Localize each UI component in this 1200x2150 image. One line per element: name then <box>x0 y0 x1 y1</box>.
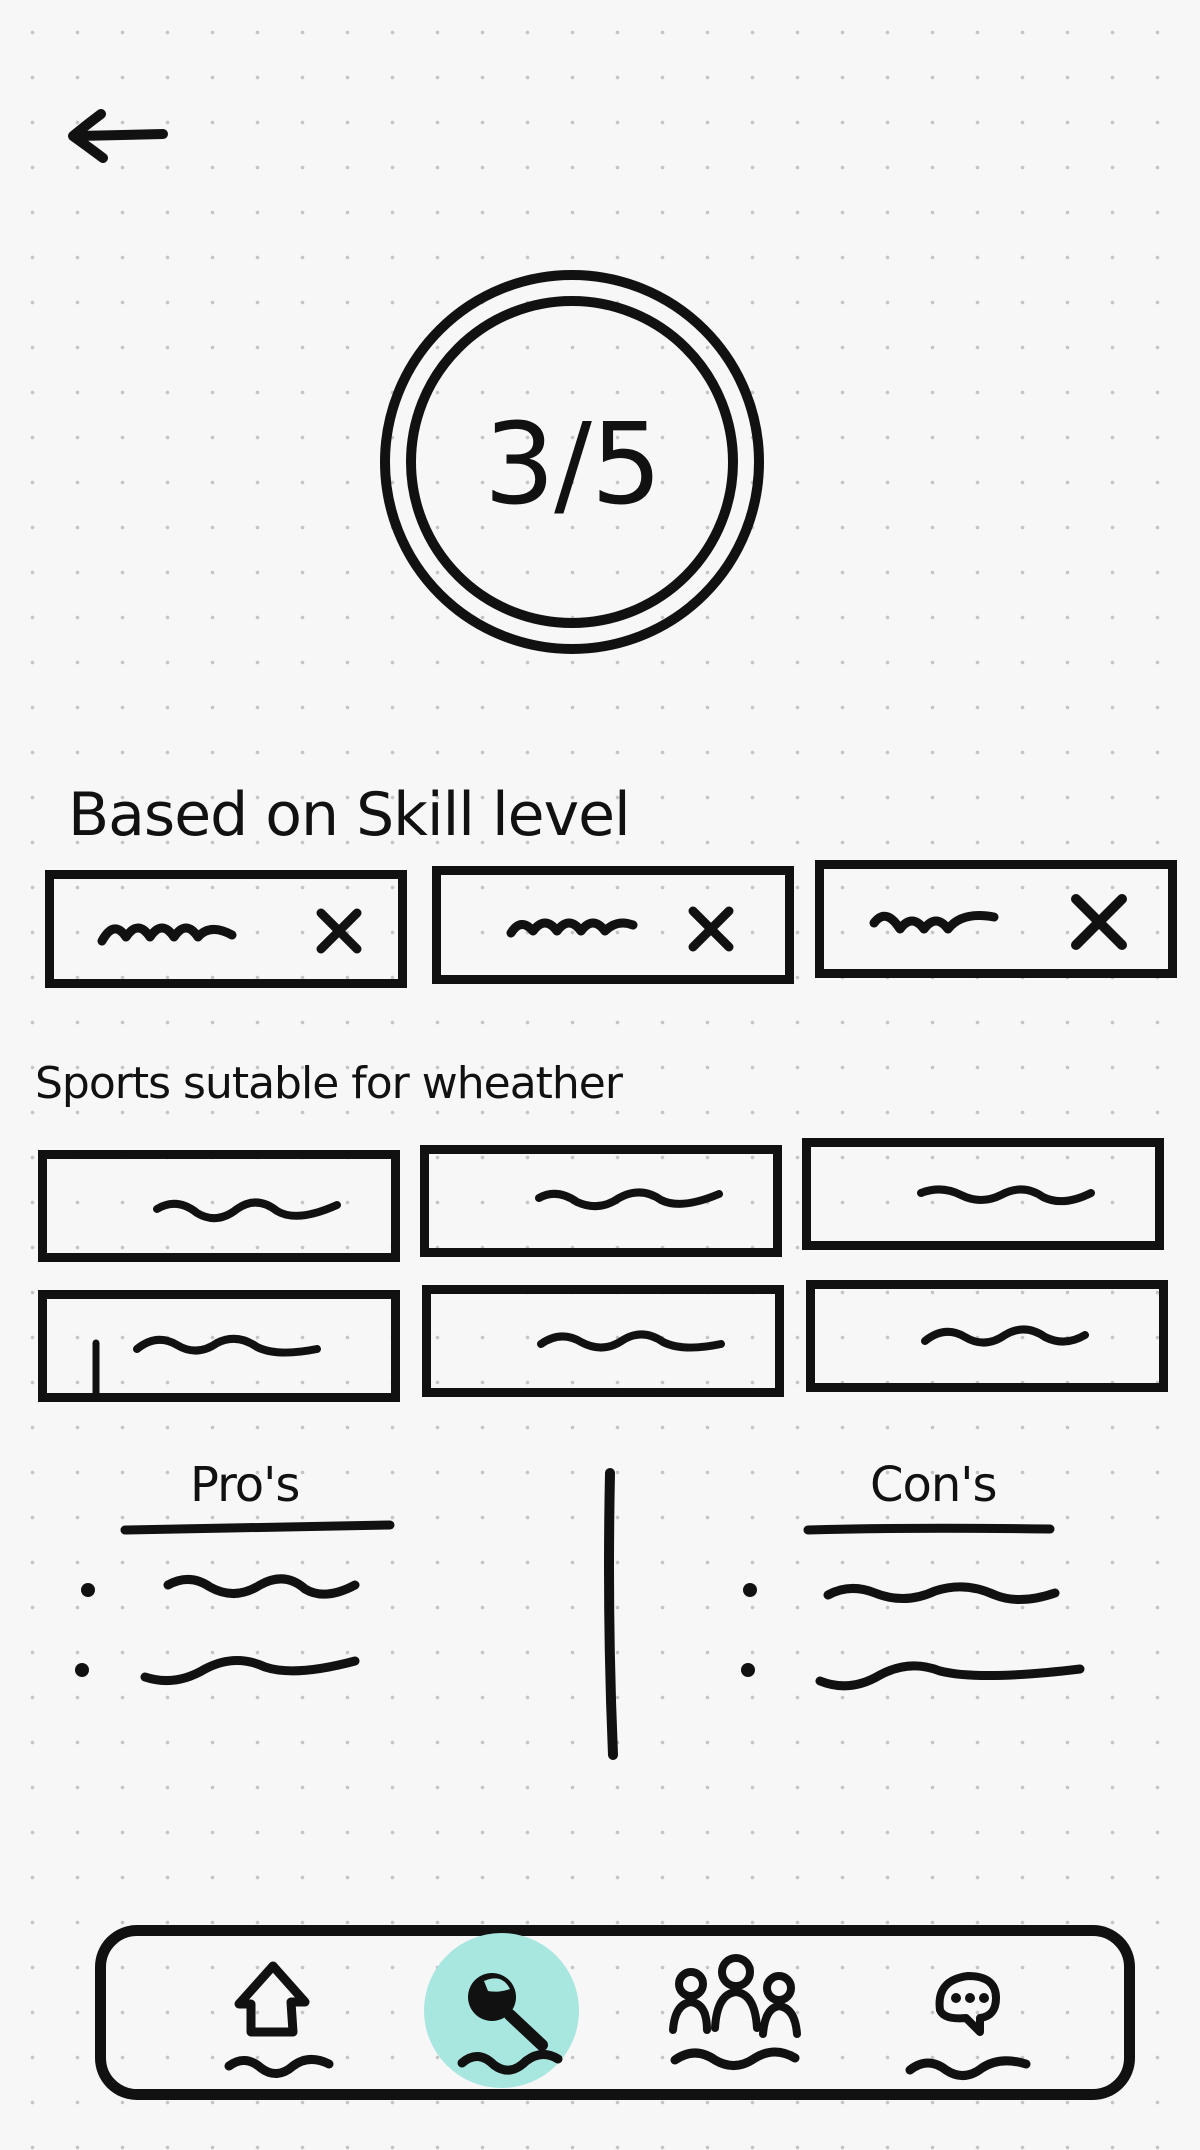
weather-option[interactable] <box>38 1150 400 1262</box>
pros-list <box>75 1520 395 1686</box>
cons-list <box>741 1523 1085 1691</box>
search-icon <box>457 1973 563 2075</box>
score-ring <box>380 270 764 654</box>
weather-option-label <box>537 1330 725 1352</box>
skill-chip[interactable] <box>432 866 794 984</box>
upload-icon <box>224 1961 334 2078</box>
weather-option-label <box>917 1185 1095 1206</box>
score-badge: 3/5 <box>375 265 770 660</box>
weather-option[interactable] <box>802 1138 1164 1250</box>
skill-chip-label <box>97 923 237 946</box>
cons-title: Con's <box>870 1457 998 1513</box>
chat-icon <box>905 1972 1031 2080</box>
close-icon[interactable] <box>309 901 369 961</box>
weather-option-label <box>535 1188 723 1211</box>
weather-section-title: Sports sutable for wheather <box>35 1058 623 1109</box>
nav-item-upload[interactable] <box>211 1956 341 2086</box>
weather-option[interactable] <box>422 1285 784 1397</box>
skill-chip-label <box>506 918 638 938</box>
back-button[interactable] <box>55 100 175 180</box>
arrow-left-icon <box>68 109 168 163</box>
pros-title: Pro's <box>190 1457 300 1513</box>
close-icon[interactable] <box>681 899 741 959</box>
bottom-nav <box>95 1925 1135 2100</box>
pros-cons-divider <box>604 1468 618 1760</box>
weather-option-label <box>133 1334 321 1357</box>
skill-chip[interactable] <box>45 870 407 988</box>
weather-option[interactable] <box>806 1280 1168 1392</box>
weather-option[interactable] <box>420 1145 782 1257</box>
nav-item-community[interactable] <box>661 1948 811 2088</box>
pros-column: Pro's <box>60 1455 420 1715</box>
weather-option-label <box>153 1198 341 1223</box>
cons-column: Con's <box>730 1455 1110 1715</box>
weather-option[interactable] <box>38 1290 400 1402</box>
group-icon <box>669 1954 801 2070</box>
score-value: 3/5 <box>483 400 662 530</box>
nav-item-search[interactable] <box>424 1933 579 2088</box>
close-icon[interactable] <box>1064 887 1134 957</box>
nav-item-chat[interactable] <box>896 1954 1036 2089</box>
text-cursor <box>92 1339 100 1399</box>
skill-section-title: Based on Skill level <box>68 780 631 850</box>
skill-chip[interactable] <box>815 860 1177 978</box>
weather-option-label <box>921 1325 1089 1347</box>
skill-chip-label <box>869 911 999 934</box>
